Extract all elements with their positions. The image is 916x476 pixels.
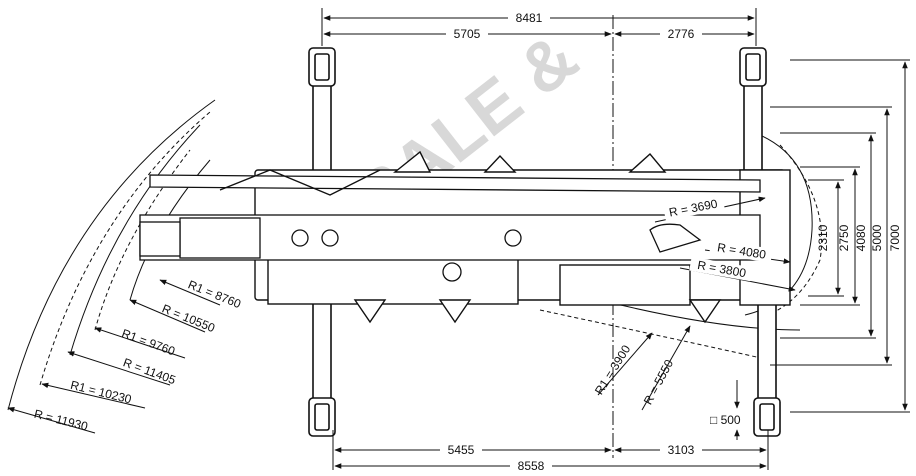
dim-top-left: 5705: [454, 27, 481, 41]
boom-radius-2: R = 10550: [160, 301, 217, 335]
dim-right-4080: 4080: [854, 224, 868, 251]
dim-right-5000: 5000: [870, 224, 884, 251]
dim-right-7000: 7000: [888, 224, 902, 251]
dim-right-2750: 2750: [837, 224, 851, 251]
center-radius-leaders: [597, 325, 691, 411]
dim-top-right: 2776: [668, 27, 695, 41]
boom-radius-leaders: [7, 279, 221, 434]
dim-bottom-right: 3103: [668, 443, 695, 457]
slewing-radius-arcs: [7, 99, 216, 411]
boom-radius-5: R1 = 10230: [69, 378, 133, 407]
outriggers: [308, 47, 781, 437]
dim-bottom-left: 5455: [448, 443, 475, 457]
telescopic-boom: [139, 169, 761, 282]
center-radius-5550: R = 5550: [641, 357, 677, 407]
boom-radius-4: R = 11405: [121, 355, 178, 387]
dim-bottom-overall: 8558: [518, 459, 545, 473]
boom-radius-6: R = 11930: [33, 407, 90, 434]
dim-right-2310: 2310: [816, 224, 830, 251]
dim-top-overall: 8481: [516, 11, 543, 25]
right-dimensions: [770, 59, 910, 413]
boom-radius-3: R1 = 9760: [120, 326, 177, 358]
pad-size-label: □ 500: [710, 413, 741, 427]
